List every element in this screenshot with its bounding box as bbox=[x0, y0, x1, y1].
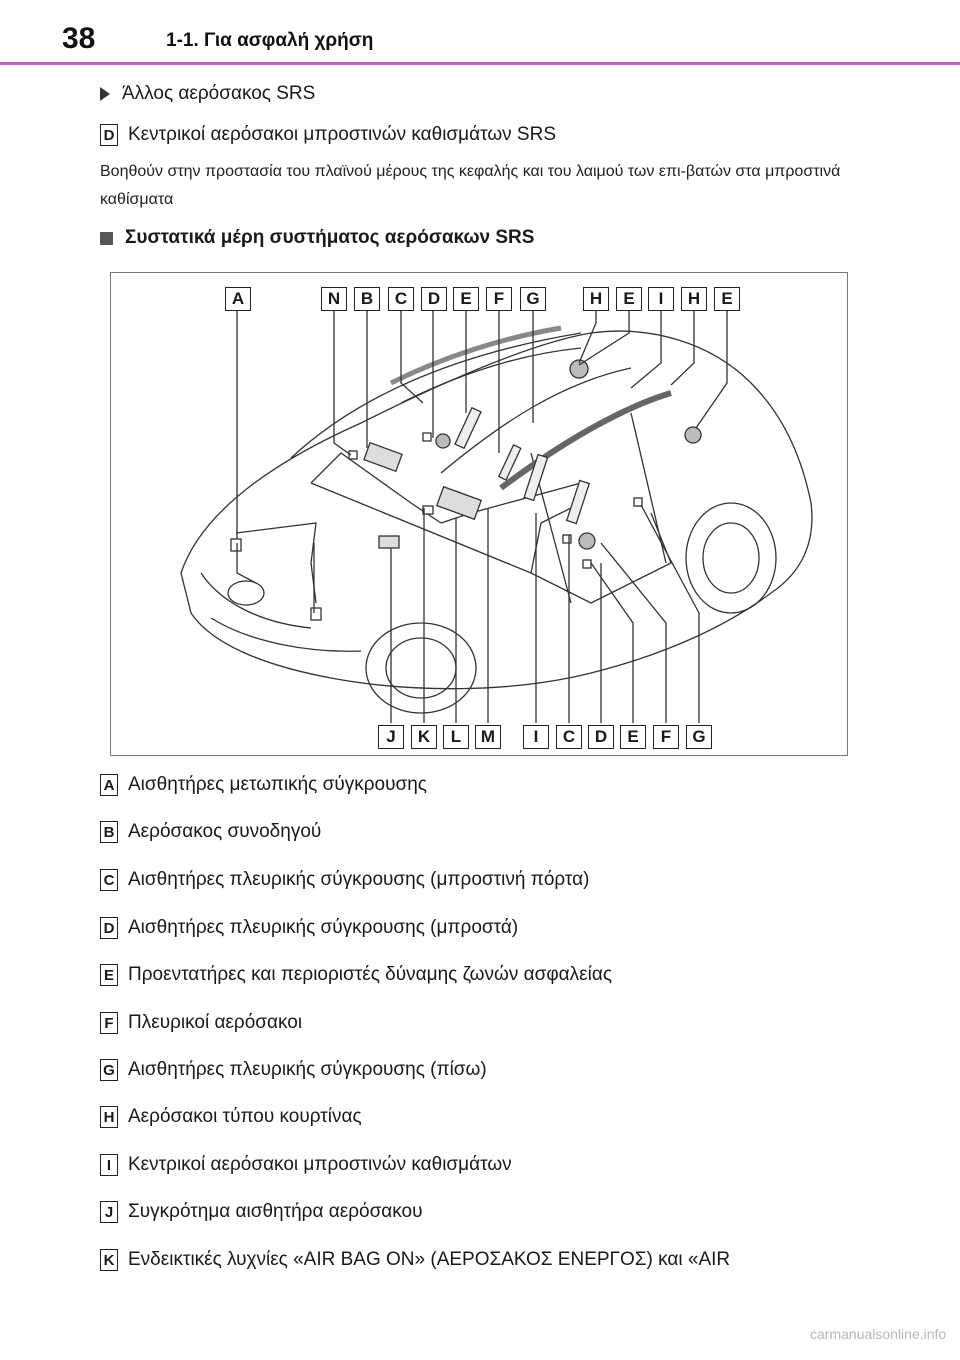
legend-text: Αερόσακοι τύπου κουρτίνας bbox=[128, 1106, 362, 1127]
legend-text: Αερόσακος συνοδηγού bbox=[128, 821, 322, 842]
diagram-label-top: N bbox=[321, 287, 347, 311]
item-d: D Κεντρικοί αερόσακοι μπροστινών καθισμά… bbox=[100, 124, 556, 146]
legend-item: I Κεντρικοί αερόσακοι μπροστινών καθισμά… bbox=[100, 1154, 512, 1176]
legend-item: K Ενδεικτικές λυχνίες «AIR BAG ON» (ΑΕΡΟ… bbox=[100, 1249, 730, 1271]
legend-text: Αισθητήρες πλευρικής σύγκρουσης (μπροστά… bbox=[128, 917, 519, 938]
diagram-label-bottom: M bbox=[475, 725, 501, 749]
bullet-heading: Άλλος αερόσακος SRS bbox=[100, 83, 315, 105]
diagram-label-bottom: F bbox=[653, 725, 679, 749]
diagram-label-top: B bbox=[354, 287, 380, 311]
diagram-label-top: E bbox=[616, 287, 642, 311]
diagram-label-bottom: C bbox=[556, 725, 582, 749]
header-divider bbox=[0, 62, 960, 65]
diagram-label-bottom: E bbox=[620, 725, 646, 749]
legend-letter: D bbox=[100, 917, 118, 939]
diagram-label-top: H bbox=[583, 287, 609, 311]
legend-text: Προεντατήρες και περιοριστές δύναμης ζων… bbox=[128, 964, 612, 985]
legend-item: G Αισθητήρες πλευρικής σύγκρουσης (πίσω) bbox=[100, 1059, 487, 1081]
diagram-label-bottom: G bbox=[686, 725, 712, 749]
legend-item: F Πλευρικοί αερόσακοι bbox=[100, 1012, 302, 1034]
legend-text: Αισθητήρες πλευρικής σύγκρουσης (μπροστι… bbox=[128, 869, 590, 890]
diagram-label-top: F bbox=[486, 287, 512, 311]
diagram-label-bottom: J bbox=[378, 725, 404, 749]
diagram-label-top: H bbox=[681, 287, 707, 311]
diagram-label-top: G bbox=[520, 287, 546, 311]
legend-text: Πλευρικοί αερόσακοι bbox=[128, 1012, 303, 1033]
diagram-label-bottom: K bbox=[411, 725, 437, 749]
legend-item: A Αισθητήρες μετωπικής σύγκρουσης bbox=[100, 774, 427, 796]
section-title: Συστατικά μέρη συστήματος αερόσακων SRS bbox=[125, 227, 535, 248]
chapter-title: 1-1. Για ασφαλή χρήση bbox=[166, 30, 374, 51]
diagram-label-top: E bbox=[714, 287, 740, 311]
legend-letter: K bbox=[100, 1249, 118, 1271]
section-heading: Συστατικά μέρη συστήματος αερόσακων SRS bbox=[100, 227, 534, 249]
item-letter: D bbox=[100, 124, 118, 146]
legend-item: E Προεντατήρες και περιοριστές δύναμης ζ… bbox=[100, 964, 612, 986]
legend-letter: H bbox=[100, 1106, 118, 1128]
diagram-label-bottom: D bbox=[588, 725, 614, 749]
legend-letter: A bbox=[100, 774, 118, 796]
page-header: 38 1-1. Για ασφαλή χρήση bbox=[0, 0, 960, 72]
diagram-label-top: C bbox=[388, 287, 414, 311]
diagram-label-top: A bbox=[225, 287, 251, 311]
footer-watermark: carmanualsonline.info bbox=[810, 1326, 947, 1342]
car-illustration bbox=[180, 309, 813, 723]
diagram-label-top: E bbox=[453, 287, 479, 311]
legend-text: Συγκρότημα αισθητήρα αερόσακου bbox=[128, 1201, 423, 1222]
legend-text: Κεντρικοί αερόσακοι μπροστινών καθισμάτω… bbox=[128, 1154, 512, 1175]
diagram-label-top: D bbox=[421, 287, 447, 311]
triangle-bullet-icon bbox=[100, 87, 110, 101]
legend-letter: F bbox=[100, 1012, 118, 1034]
legend-letter: B bbox=[100, 821, 118, 843]
legend-item: J Συγκρότημα αισθητήρα αερόσακου bbox=[100, 1201, 423, 1223]
diagram-label-bottom: L bbox=[443, 725, 469, 749]
page-number: 38 bbox=[62, 22, 96, 55]
diagram-label-bottom: I bbox=[523, 725, 549, 749]
legend-item: C Αισθητήρες πλευρικής σύγκρουσης (μπροσ… bbox=[100, 869, 589, 891]
legend-text: Αισθητήρες πλευρικής σύγκρουσης (πίσω) bbox=[128, 1059, 487, 1080]
legend-letter: C bbox=[100, 869, 118, 891]
airbag-diagram: A N B C D E F G H E I H E J K L M I C D … bbox=[110, 272, 848, 756]
legend-item: B Αερόσακος συνοδηγού bbox=[100, 821, 321, 843]
diagram-label-top: I bbox=[648, 287, 674, 311]
legend-letter: E bbox=[100, 964, 118, 986]
bullet-text: Άλλος αερόσακος SRS bbox=[122, 83, 316, 104]
legend-item: D Αισθητήρες πλευρικής σύγκρουσης (μπροσ… bbox=[100, 917, 518, 939]
legend-text: Αισθητήρες μετωπικής σύγκρουσης bbox=[128, 774, 427, 795]
legend-item: H Αερόσακοι τύπου κουρτίνας bbox=[100, 1106, 362, 1128]
legend-letter: I bbox=[100, 1154, 118, 1176]
legend-letter: G bbox=[100, 1059, 118, 1081]
description-paragraph: Βοηθούν στην προστασία του πλαϊνού μέρου… bbox=[100, 163, 841, 208]
legend-letter: J bbox=[100, 1201, 118, 1223]
square-bullet-icon bbox=[100, 231, 113, 245]
legend-text: Ενδεικτικές λυχνίες «AIR BAG ON» (ΑΕΡΟΣΑ… bbox=[128, 1249, 731, 1270]
item-text: Κεντρικοί αερόσακοι μπροστινών καθισμάτω… bbox=[128, 124, 557, 145]
